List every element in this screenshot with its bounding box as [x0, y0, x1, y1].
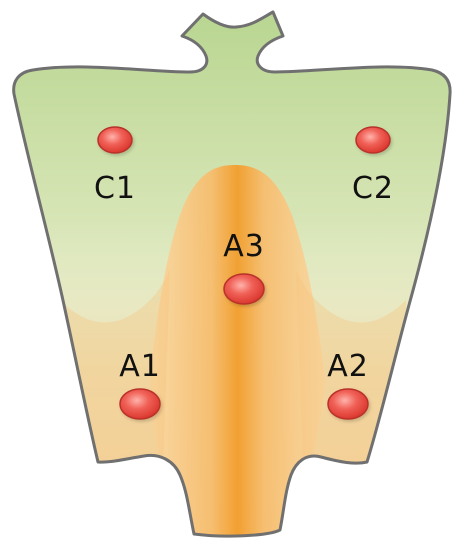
- label-a2: A2: [327, 349, 369, 384]
- label-a1: A1: [119, 349, 161, 384]
- label-a3: A3: [223, 229, 265, 264]
- marker-a2: [328, 389, 368, 419]
- marker-a1: [120, 389, 160, 419]
- marker-c2: [356, 127, 390, 153]
- marker-a3: [224, 274, 264, 304]
- marker-c1: [98, 127, 132, 153]
- label-c2: C2: [352, 171, 394, 206]
- label-c1: C1: [94, 171, 136, 206]
